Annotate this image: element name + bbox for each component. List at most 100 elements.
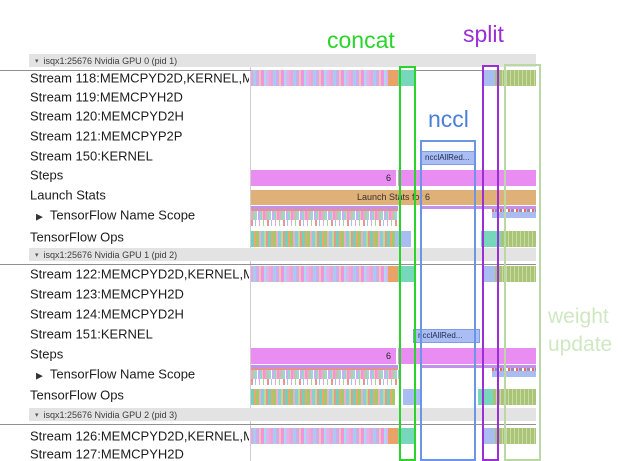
collapse-icon[interactable]: ▾ — [35, 57, 39, 65]
kernel-events-bar[interactable] — [251, 70, 388, 86]
name-scope-sub-bar[interactable] — [251, 368, 398, 370]
step-segment[interactable] — [251, 348, 396, 364]
weight-update-annotation-label: weight update — [548, 303, 612, 359]
track-row: Stream 119:MEMCPYH2D — [0, 87, 622, 107]
name-scope-right-bar[interactable] — [492, 211, 536, 218]
row-label[interactable]: Stream 126:MEMCPYD2D,KERNEL,MI — [30, 429, 249, 444]
expander-icon[interactable]: ▶ — [36, 211, 43, 222]
row-label-text: Stream 121:MEMCPYP2P — [30, 128, 183, 144]
step-number: 6 — [386, 172, 392, 183]
track-row: Stream 123:MEMCPYH2D — [0, 284, 622, 304]
split-kernel-block[interactable] — [482, 70, 495, 86]
weight-update-line1: weight — [548, 305, 609, 328]
tf-ops-block[interactable] — [403, 389, 421, 405]
track-row: ▶ TensorFlow Name Scope — [0, 205, 622, 226]
row-label-text: Stream 118:MEMCPYD2D,KERNEL,ME — [30, 70, 249, 85]
kernel-event-block[interactable] — [388, 70, 398, 86]
name-scope-right-dashes[interactable] — [492, 368, 536, 371]
track-row: Stream 151:KERNEL ncclAllRed... — [0, 324, 622, 344]
row-label[interactable]: Stream 120:MEMCPYD2H — [30, 109, 184, 124]
row-label-text: TensorFlow Ops — [30, 387, 124, 402]
name-scope-dense-bars[interactable] — [251, 370, 401, 379]
process-header[interactable]: ▾isqx1:25676 Nvidia GPU 1 (pid 2) — [29, 248, 536, 261]
row-label[interactable]: TensorFlow Ops — [30, 387, 124, 402]
split-annotation-label: split — [463, 21, 504, 47]
row-label[interactable]: Launch Stats — [30, 187, 106, 202]
row-label[interactable]: Stream 151:KERNEL — [30, 327, 153, 342]
row-label-text: Steps — [30, 346, 64, 362]
row-label[interactable]: ▶ TensorFlow Name Scope — [36, 208, 195, 223]
name-scope-top-bar[interactable] — [251, 205, 398, 209]
process-header[interactable]: ▾isqx1:25676 Nvidia GPU 2 (pid 3) — [29, 408, 536, 421]
row-label-text: Stream 123:MEMCPYH2D — [30, 286, 184, 302]
step-number: 6 — [386, 351, 392, 361]
row-label[interactable]: Stream 124:MEMCPYD2H — [30, 307, 184, 322]
collapse-icon[interactable]: ▾ — [35, 411, 39, 419]
row-label-text: Stream 119:MEMCPYH2D — [30, 89, 183, 105]
row-label[interactable]: Stream 123:MEMCPYH2D — [30, 287, 184, 302]
track-row: Stream 127:MEMCPYH2D — [0, 446, 622, 461]
name-scope-dense-bars-ragged[interactable] — [251, 379, 401, 385]
row-label-text: Launch Stats — [30, 187, 106, 203]
name-scope-dense-bars[interactable] — [251, 210, 397, 220]
row-label[interactable]: Stream 122:MEMCPYD2D,KERNEL,MI — [30, 267, 249, 282]
name-scope-dense-bars-ragged[interactable] — [251, 219, 397, 226]
row-label-text: TensorFlow Name Scope — [49, 207, 196, 223]
row-label[interactable]: Stream 118:MEMCPYD2D,KERNEL,ME — [30, 70, 249, 85]
row-label[interactable]: TensorFlow Ops — [30, 229, 124, 244]
name-scope-right-dashes[interactable] — [492, 208, 536, 212]
name-scope-top-bar[interactable] — [421, 205, 536, 209]
row-label-text: Stream 150:KERNEL — [30, 148, 153, 164]
row-label-text: Stream 151:KERNEL — [30, 326, 153, 342]
collapse-icon[interactable]: ▾ — [35, 251, 39, 259]
tf-ops-block[interactable] — [481, 230, 501, 247]
row-label[interactable]: Stream 127:MEMCPYH2D — [30, 446, 184, 461]
row-label[interactable]: Stream 150:KERNEL — [30, 148, 153, 163]
step-segment[interactable] — [251, 169, 396, 186]
row-label-text: TensorFlow Name Scope — [49, 366, 196, 382]
name-scope-top-bar[interactable] — [251, 365, 398, 368]
row-label[interactable]: Stream 119:MEMCPYH2D — [30, 89, 183, 104]
split-kernel-block[interactable] — [482, 428, 495, 444]
step-segment[interactable] — [398, 348, 536, 364]
track-row: ▶ TensorFlow Name Scope — [0, 364, 622, 385]
weight-update-region-outline — [504, 64, 541, 461]
row-label[interactable]: Stream 121:MEMCPYP2P — [30, 129, 182, 144]
concat-kernel-block[interactable] — [398, 70, 416, 86]
launch-stats-bar[interactable]: Launch Stats for 6 — [251, 190, 536, 205]
track-row: Stream 124:MEMCPYD2H — [0, 304, 622, 324]
track-row: Stream 122:MEMCPYD2D,KERNEL,MI — [0, 264, 622, 284]
row-label[interactable]: Steps — [30, 347, 63, 362]
kernel-event-block[interactable] — [388, 266, 398, 282]
kernel-events-bar[interactable] — [251, 428, 388, 444]
process-header-label: isqx1:25676 Nvidia GPU 0 (pid 1) — [43, 55, 178, 66]
row-label-text: Stream 122:MEMCPYD2D,KERNEL,MI — [30, 266, 249, 282]
row-label-text: Stream 126:MEMCPYD2D,KERNEL,MI — [30, 428, 249, 444]
tf-ops-bar[interactable] — [251, 230, 395, 247]
row-label-text: Stream 124:MEMCPYD2H — [30, 306, 184, 322]
expander-icon[interactable]: ▶ — [36, 370, 43, 381]
concat-region-outline — [399, 66, 416, 461]
tf-ops-block[interactable] — [478, 389, 493, 405]
nccl-allreduce-bar[interactable]: ncclAllRed... — [413, 329, 480, 343]
track-row: Stream 121:MEMCPYP2P — [0, 126, 622, 146]
row-label-text: Stream 120:MEMCPYD2H — [30, 108, 184, 124]
split-kernel-block[interactable] — [482, 266, 495, 282]
tf-ops-weight-update-bar[interactable] — [493, 389, 536, 405]
concat-kernel-block[interactable] — [398, 428, 416, 444]
row-label[interactable]: ▶ TensorFlow Name Scope — [36, 367, 195, 382]
step-segment[interactable] — [398, 169, 536, 186]
concat-kernel-block[interactable] — [398, 266, 416, 282]
row-label[interactable]: Steps — [30, 168, 63, 183]
name-scope-sub-bar[interactable] — [251, 208, 398, 211]
name-scope-top-bar[interactable] — [421, 365, 536, 368]
kernel-events-bar[interactable] — [251, 266, 388, 282]
tf-ops-bar[interactable] — [251, 389, 395, 405]
process-header[interactable]: ▾ isqx1:25676 Nvidia GPU 0 (pid 1) — [29, 54, 536, 67]
track-row: Launch Stats Launch Stats for 6 — [0, 185, 622, 205]
tf-ops-weight-update-bar[interactable] — [501, 230, 536, 247]
name-scope-right-bar[interactable] — [492, 371, 536, 377]
concat-annotation-label: concat — [327, 27, 395, 53]
kernel-event-block[interactable] — [388, 428, 398, 444]
